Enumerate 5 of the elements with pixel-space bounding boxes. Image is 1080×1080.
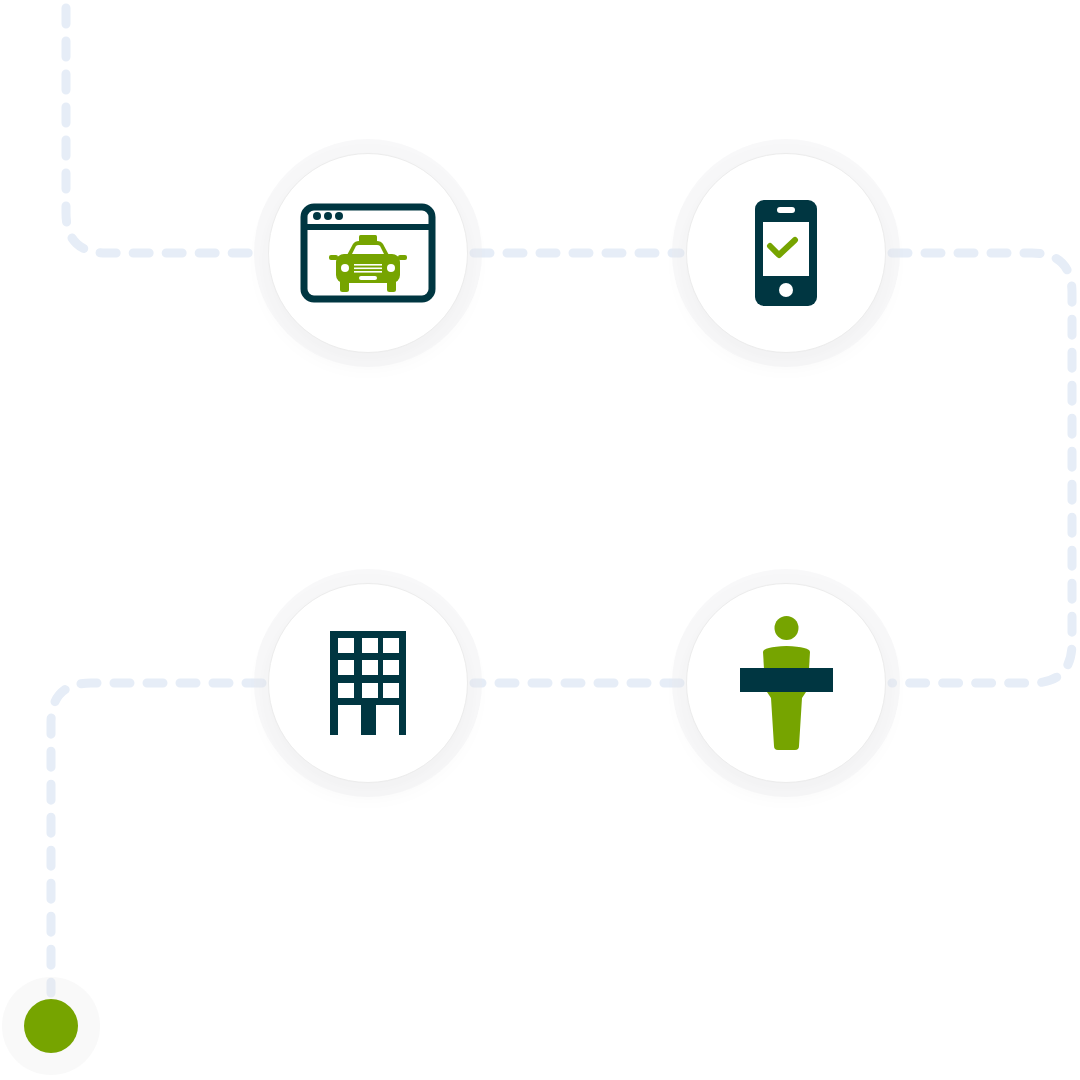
- endpoint-dot: [24, 999, 78, 1053]
- dashed-connector: [469, 678, 685, 688]
- dashed-connector: [469, 248, 685, 258]
- dashed-connector: [46, 678, 267, 998]
- dashed-connector: [887, 248, 1077, 688]
